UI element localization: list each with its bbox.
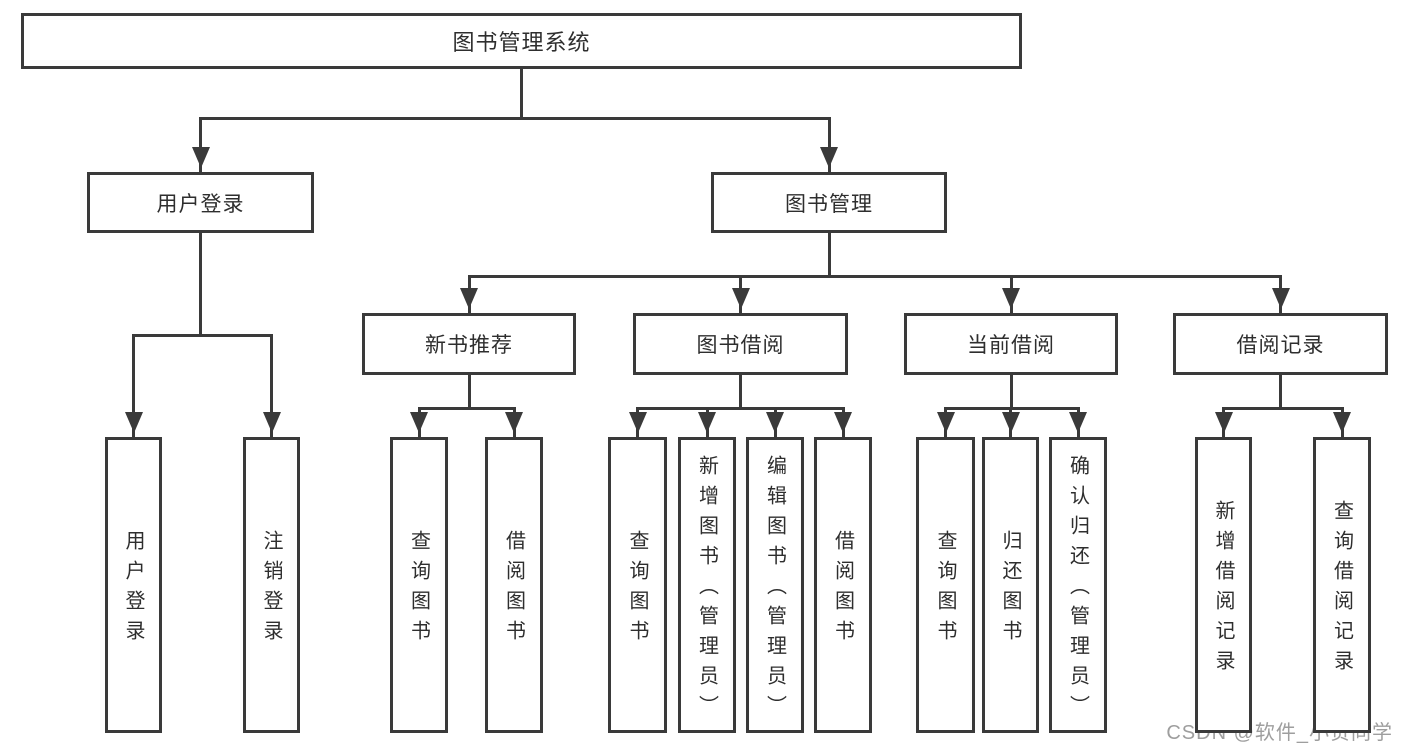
connector-arrowhead — [1333, 412, 1351, 433]
connector-arrowhead — [1069, 412, 1087, 433]
node-label: 查询图书 — [934, 530, 956, 650]
node-label: 查询借阅记录 — [1330, 500, 1353, 680]
node-label: 确认归还（管理员） — [1066, 455, 1089, 725]
node-add-borrow-record: 新增借阅记录 — [1195, 437, 1252, 733]
connector-line — [467, 274, 1282, 278]
connector-line — [827, 118, 831, 174]
connector-arrowhead — [820, 147, 838, 168]
connector-arrowhead — [628, 412, 647, 433]
connector-arrowhead — [191, 147, 210, 168]
node-label: 用户登录 — [156, 192, 245, 216]
connector-arrowhead — [731, 288, 750, 309]
connector-line — [199, 118, 202, 174]
node-label: 当前借阅 — [967, 334, 1055, 357]
node-book-borrow: 图书借阅 — [633, 313, 848, 375]
connector-arrowhead — [698, 412, 716, 433]
node-label: 查询图书 — [626, 530, 648, 650]
node-current-borrow: 当前借阅 — [904, 313, 1118, 375]
node-label: 借阅图书 — [831, 530, 854, 650]
connector-line — [132, 335, 135, 439]
node-borrow-book-1: 借阅图书 — [485, 437, 543, 733]
node-login: 用户登录 — [105, 437, 162, 733]
node-label: 图书借阅 — [696, 334, 785, 357]
node-label: 查询图书 — [407, 530, 430, 650]
node-query-book-1: 查询图书 — [390, 437, 448, 733]
node-edit-book: 编辑图书（管理员） — [746, 437, 804, 733]
node-label: 编辑图书（管理员） — [763, 455, 786, 725]
connector-line — [636, 406, 845, 410]
connector-arrowhead — [834, 412, 852, 433]
node-borrow-record: 借阅记录 — [1173, 313, 1388, 375]
connector-arrowhead — [1002, 288, 1020, 309]
connector-arrowhead — [1214, 412, 1233, 433]
connector-line — [1009, 374, 1013, 408]
connector-line — [520, 68, 523, 118]
node-logout: 注销登录 — [243, 437, 300, 733]
connector-arrowhead — [936, 412, 955, 433]
node-label: 借阅图书 — [502, 530, 525, 650]
node-label: 新增借阅记录 — [1212, 500, 1234, 680]
node-label: 归还图书 — [999, 530, 1021, 650]
connector-arrowhead — [505, 412, 523, 433]
node-query-book-3: 查询图书 — [916, 437, 975, 733]
connector-line — [1222, 406, 1344, 410]
connector-arrowhead — [1271, 288, 1290, 309]
node-label: 新增图书（管理员） — [695, 455, 718, 725]
node-add-book: 新增图书（管理员） — [678, 437, 736, 733]
connector-line — [199, 116, 831, 120]
node-label: 图书管理系统 — [452, 30, 591, 55]
node-user-login: 用户登录 — [87, 172, 314, 233]
connector-arrowhead — [460, 288, 478, 309]
connector-arrowhead — [262, 412, 281, 433]
connector-line — [417, 406, 516, 410]
node-label: 用户登录 — [122, 530, 144, 650]
connector-line — [739, 374, 742, 408]
node-book-mgmt: 图书管理 — [711, 172, 947, 233]
node-query-borrow-record: 查询借阅记录 — [1313, 437, 1371, 733]
node-label: 图书管理 — [785, 192, 873, 216]
node-query-book-2: 查询图书 — [608, 437, 667, 733]
connector-line — [132, 333, 273, 337]
connector-line — [199, 232, 202, 335]
connector-arrowhead — [410, 412, 428, 433]
node-label: 新书推荐 — [425, 334, 513, 357]
connector-arrowhead — [766, 412, 784, 433]
connector-line — [270, 335, 273, 439]
connector-arrowhead — [1001, 412, 1020, 433]
node-return-book: 归还图书 — [982, 437, 1039, 733]
node-system: 图书管理系统 — [21, 13, 1022, 69]
connector-line — [1279, 374, 1282, 408]
connector-arrowhead — [124, 412, 143, 433]
node-confirm-return: 确认归还（管理员） — [1049, 437, 1107, 733]
connector-line — [467, 374, 471, 408]
connector-line — [827, 232, 831, 276]
node-label: 注销登录 — [260, 530, 282, 650]
node-new-book-rec: 新书推荐 — [362, 313, 576, 375]
node-borrow-book-2: 借阅图书 — [814, 437, 872, 733]
node-label: 借阅记录 — [1236, 334, 1325, 357]
